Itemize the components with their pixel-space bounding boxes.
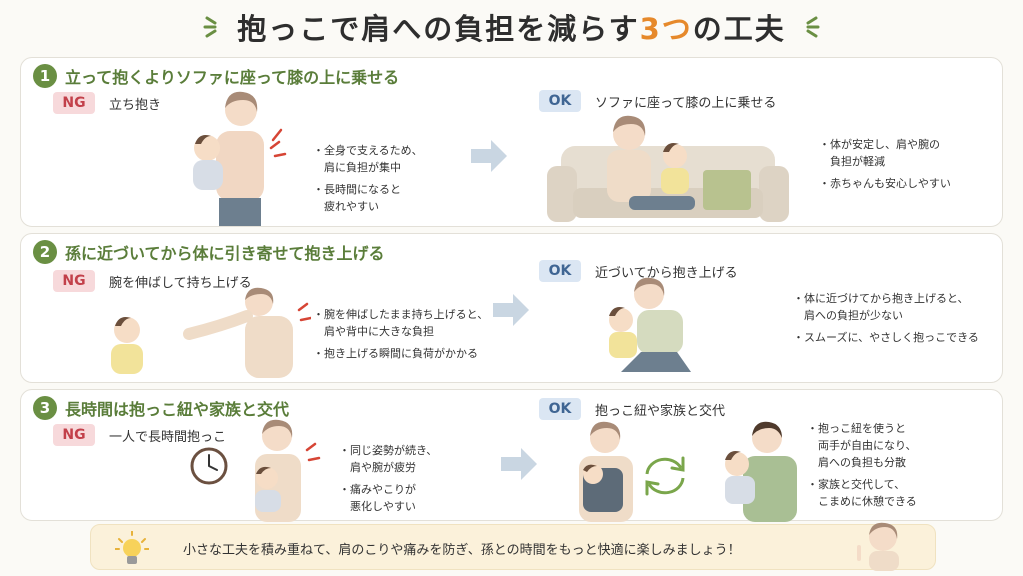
note-item: 体に近づけてから抱き上げると、肩への負担が少ない bbox=[793, 290, 979, 324]
ok-label: OK 近づいてから抱き上げる bbox=[539, 260, 738, 282]
arrow-right-icon bbox=[493, 294, 529, 326]
ng-label: NG 腕を伸ばして持ち上げる bbox=[53, 270, 252, 292]
ok-label: OK ソファに座って膝の上に乗せる bbox=[539, 90, 776, 112]
arrow-right-icon bbox=[471, 140, 507, 172]
ng-label: NG 一人で長時間抱っこ bbox=[53, 424, 226, 446]
page-title: 抱っこで肩への負担を減らす3つの工夫 bbox=[0, 4, 1023, 50]
clock-icon bbox=[190, 447, 228, 485]
section-3: 3 長時間は抱っこ紐や家族と交代 NG 一人で長時間抱っこ 同じ姿勢が続き、肩や… bbox=[20, 389, 1003, 522]
carrier-illustration bbox=[579, 421, 633, 522]
note-item: スムーズに、やさしく抱っこできる bbox=[793, 329, 979, 346]
ng-badge: NG bbox=[53, 270, 95, 292]
note-item: 赤ちゃんも安心しやすい bbox=[819, 175, 951, 192]
sofa-illustration bbox=[547, 115, 789, 222]
section-1: 1 立って抱くよりソファに座って膝の上に乗せる NG 立ち抱き 全身で支えるため… bbox=[20, 57, 1003, 227]
section-number: 2 bbox=[33, 240, 57, 264]
note-item: 家族と交代して、こまめに休憩できる bbox=[807, 476, 917, 510]
reaching-illustration bbox=[111, 287, 311, 378]
sparkle-icon bbox=[203, 16, 217, 38]
ng-badge: NG bbox=[53, 424, 95, 446]
lightbulb-icon bbox=[115, 531, 149, 564]
ng-label: NG 立ち抱き bbox=[53, 92, 161, 114]
ok-badge: OK bbox=[539, 398, 581, 420]
footer-banner: 小さな工夫を積み重ねて、肩のこりや痛みを防ぎ、孫との時間をもっと快適に楽しみまし… bbox=[90, 522, 936, 571]
sparkle-icon bbox=[806, 16, 820, 38]
ok-notes: 体に近づけてから抱き上げると、肩への負担が少ない スムーズに、やさしく抱っこでき… bbox=[793, 290, 979, 351]
section-2: 2 孫に近づいてから体に引き寄せて抱き上げる NG 腕を伸ばして持ち上げる 腕を… bbox=[20, 233, 1003, 383]
note-item: 抱き上げる瞬間に負荷がかかる bbox=[313, 345, 488, 362]
kneeling-hold-illustration bbox=[609, 277, 691, 372]
footer-message: 小さな工夫を積み重ねて、肩のこりや痛みを防ぎ、孫との時間をもっと快適に楽しみまし… bbox=[183, 543, 741, 558]
section-heading: 1 立って抱くよりソファに座って膝の上に乗せる bbox=[33, 64, 399, 88]
note-item: 全身で支えるため、肩に負担が集中 bbox=[313, 142, 423, 176]
ng-badge: NG bbox=[53, 92, 95, 114]
long-hold-illustration bbox=[255, 419, 321, 522]
ok-label: OK 抱っこ紐や家族と交代 bbox=[539, 398, 725, 420]
family-swap-illustration bbox=[725, 421, 797, 522]
section-number: 3 bbox=[33, 396, 57, 420]
section-heading: 2 孫に近づいてから体に引き寄せて抱き上げる bbox=[33, 240, 385, 264]
standing-hold-illustration bbox=[193, 91, 287, 226]
ok-badge: OK bbox=[539, 90, 581, 112]
note-item: 同じ姿勢が続き、肩や腕が疲労 bbox=[339, 442, 437, 476]
title-text: 抱っこで肩への負担を減らす3つの工夫 bbox=[237, 12, 786, 46]
cycle-arrows-icon bbox=[645, 456, 685, 496]
ok-badge: OK bbox=[539, 260, 581, 282]
note-item: 腕を伸ばしたまま持ち上げると、肩や背中に大きな負担 bbox=[313, 306, 488, 340]
section-number: 1 bbox=[33, 64, 57, 88]
title-accent: 3つ bbox=[639, 12, 693, 46]
ng-notes: 腕を伸ばしたまま持ち上げると、肩や背中に大きな負担 抱き上げる瞬間に負荷がかかる bbox=[313, 306, 488, 367]
section-heading: 3 長時間は抱っこ紐や家族と交代 bbox=[33, 396, 289, 420]
grandma-avatar bbox=[857, 522, 899, 571]
arrow-right-icon bbox=[501, 448, 537, 480]
